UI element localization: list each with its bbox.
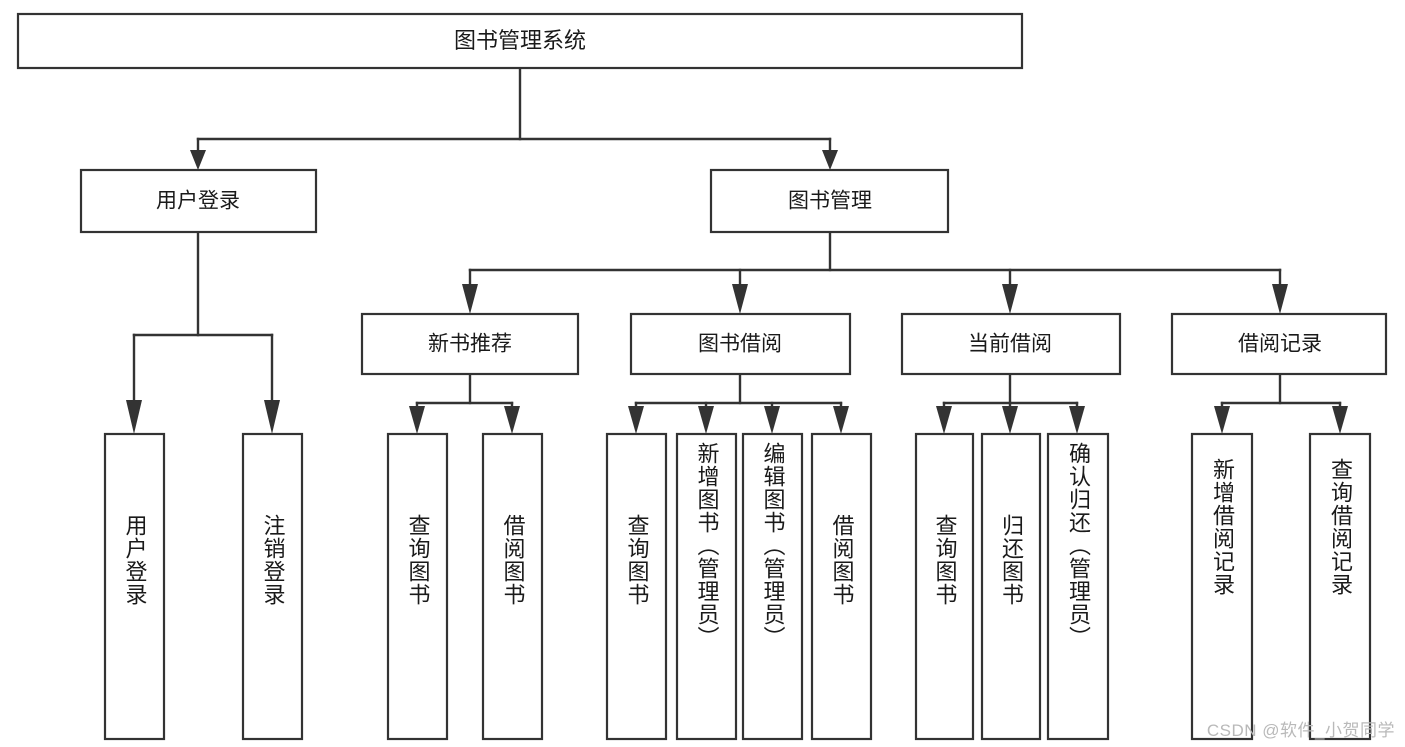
node-new-book-recommend[interactable]: 新书推荐: [360, 312, 580, 376]
node-root-label: 图书管理系统: [454, 28, 586, 53]
arrow-leaf-logout: [264, 400, 280, 434]
leaf-box-add-book[interactable]: [675, 432, 738, 741]
node-user-login-box[interactable]: [79, 168, 318, 234]
leaf-box-borrow-book-2[interactable]: [810, 432, 873, 741]
connectors-current-borrow-to-leaves: [936, 372, 1085, 434]
leaf-box-add-record[interactable]: [1190, 432, 1254, 741]
csdn-watermark: CSDN @软件_小贺同学: [1206, 721, 1395, 740]
arrow-to-book-borrow: [732, 284, 748, 314]
node-user-login-label: 用户登录: [156, 190, 240, 213]
leaf-box-user-login[interactable]: [103, 432, 166, 741]
arrow-leaf-query-record: [1332, 406, 1348, 434]
node-book-borrow-box[interactable]: [629, 312, 852, 376]
arrow-leaf-add-book: [698, 406, 714, 434]
arrow-leaf-borrow-book-2: [833, 406, 849, 434]
arrow-to-borrow-record: [1272, 284, 1288, 314]
arrow-leaf-return-book: [1002, 406, 1018, 434]
connectors-book-mgmt-to-level3: [462, 230, 1288, 314]
node-book-management-label: 图书管理: [788, 190, 872, 213]
leaf-box-query-book-1[interactable]: [386, 432, 449, 741]
leaf-box-query-book-3[interactable]: [914, 432, 975, 741]
leaf-box-confirm-return[interactable]: [1046, 432, 1110, 741]
node-current-borrow-label: 当前借阅: [968, 333, 1052, 356]
leaf-box-logout[interactable]: [241, 432, 304, 741]
connectors-new-book-to-leaves: [409, 372, 520, 434]
node-user-login[interactable]: 用户登录: [79, 168, 318, 234]
arrow-leaf-query-book-2: [628, 406, 644, 434]
leaf-box-edit-book[interactable]: [741, 432, 804, 741]
arrow-to-user-login: [190, 150, 206, 170]
node-book-borrow[interactable]: 图书借阅: [629, 312, 852, 376]
node-borrow-record-label: 借阅记录: [1238, 333, 1322, 356]
arrow-leaf-confirm-return: [1069, 406, 1085, 434]
leaf-box-query-record[interactable]: [1308, 432, 1372, 741]
node-book-management-box[interactable]: [709, 168, 950, 234]
connectors-root-to-level2: [190, 66, 838, 170]
arrow-leaf-add-record: [1214, 406, 1230, 434]
node-current-borrow-box[interactable]: [900, 312, 1122, 376]
arrow-leaf-borrow-book-1: [504, 406, 520, 434]
node-borrow-record[interactable]: 借阅记录: [1170, 312, 1388, 376]
leaf-boxes: [103, 432, 1372, 741]
leaf-box-borrow-book-1[interactable]: [481, 432, 544, 741]
node-book-borrow-label: 图书借阅: [698, 333, 782, 356]
arrow-to-current-borrow: [1002, 284, 1018, 314]
arrow-leaf-edit-book: [764, 406, 780, 434]
node-book-management[interactable]: 图书管理: [709, 168, 950, 234]
arrow-leaf-query-book-3: [936, 406, 952, 434]
node-borrow-record-box[interactable]: [1170, 312, 1388, 376]
node-current-borrow[interactable]: 当前借阅: [900, 312, 1122, 376]
arrow-to-book-mgmt: [822, 150, 838, 170]
leaf-box-return-book[interactable]: [980, 432, 1042, 741]
connectors-book-borrow-to-leaves: [628, 372, 849, 434]
arrow-leaf-query-book-1: [409, 406, 425, 434]
leaf-box-query-book-2[interactable]: [605, 432, 668, 741]
node-new-book-recommend-label: 新书推荐: [428, 333, 512, 356]
node-root[interactable]: 图书管理系统: [16, 12, 1024, 70]
node-new-book-recommend-box[interactable]: [360, 312, 580, 376]
arrow-to-new-book: [462, 284, 478, 314]
arrow-leaf-user-login: [126, 400, 142, 434]
connectors-borrow-record-to-leaves: [1214, 372, 1348, 434]
node-root-box[interactable]: [16, 12, 1024, 70]
connectors-user-login-to-leaves: [126, 230, 280, 434]
